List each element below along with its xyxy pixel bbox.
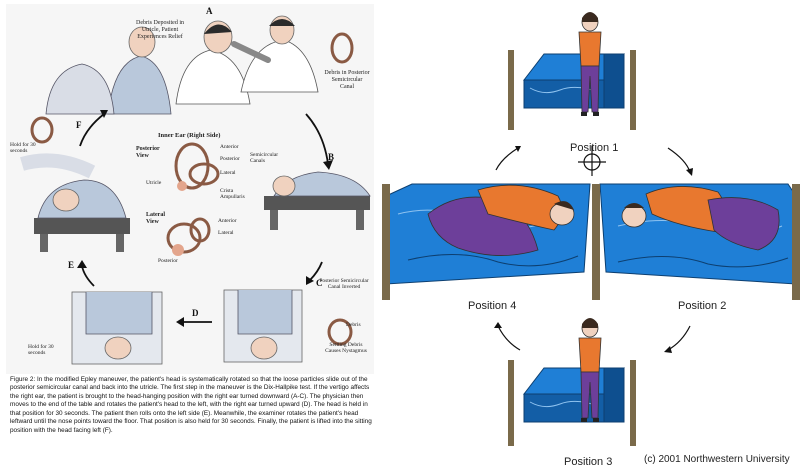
hold-30-d-label: Hold for 30 seconds — [28, 344, 68, 357]
step-d-scene — [72, 292, 162, 364]
canal-inverted-label: Posterior Semicircular Canal Inverted — [318, 278, 370, 291]
settling-debris-label: Settling Debris Causes Nystagmus — [324, 342, 368, 355]
posterior-view-label: Posterior View — [136, 146, 164, 160]
c-debris-label: Debris — [346, 322, 361, 328]
epley-illustration — [6, 4, 374, 374]
utricle-label: Utricle — [146, 180, 161, 186]
copyright-text: (c) 2001 Northwestern University — [644, 454, 790, 465]
anterior-label: Anterior — [220, 144, 239, 150]
posterior-label: Posterior — [220, 156, 240, 162]
step-b-label: B — [328, 152, 334, 162]
position-1-scene — [508, 12, 636, 130]
lateral-label-2: Lateral — [218, 230, 234, 236]
epley-figure: A B C D E F Debris Deposited in Utricle,… — [6, 4, 374, 472]
positions-illustration — [378, 0, 802, 473]
step-e-label: E — [68, 260, 74, 270]
position-3-label: Position 3 — [564, 456, 612, 468]
figure-caption: Figure 2: In the modified Epley maneuver… — [10, 376, 372, 435]
step-f-label: F — [76, 120, 82, 130]
step-a-label: A — [206, 6, 213, 16]
position-2-label: Position 2 — [678, 300, 726, 312]
anterior-label-2: Anterior — [218, 218, 237, 224]
debris-deposited-label: Debris Deposited in Utricle, Patient Exp… — [128, 20, 192, 41]
position-4-label: Position 4 — [468, 300, 516, 312]
lateral-label: Lateral — [220, 170, 236, 176]
lateral-view-label: Lateral View — [146, 212, 170, 226]
position-3-scene — [508, 318, 636, 446]
hold-30-f-label: Hold for 30 seconds — [10, 142, 50, 155]
step-d-label: D — [192, 308, 199, 318]
position-2-scene — [592, 184, 800, 300]
position-1-label: Position 1 — [570, 142, 618, 154]
inner-ear-title: Inner Ear (Right Side) — [158, 132, 220, 139]
step-c-scene — [224, 290, 302, 362]
crista-label: Crista Ampullaris — [220, 188, 256, 201]
semicircular-canals-label: Semicircular Canals — [250, 152, 290, 165]
position-4-scene — [382, 184, 590, 300]
posterior-lower-label: Posterior — [158, 258, 178, 264]
positions-figure: Position 1 Position 2 Position 3 Positio… — [378, 0, 802, 473]
debris-posterior-label: Debris in Posterior Semicircular Canal — [324, 70, 370, 91]
